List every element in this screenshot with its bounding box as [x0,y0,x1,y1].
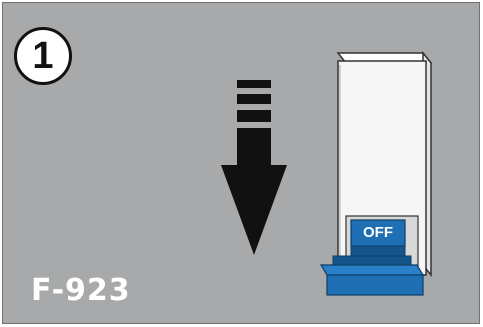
step-number-badge: 1 [14,27,72,85]
illustration-panel: 1 OFF F-923 [2,2,480,324]
step-number: 1 [32,34,54,77]
switch-lever [319,219,425,296]
switch-illustration [221,50,433,296]
down-arrow-icon [221,80,287,255]
switch-off-label: OFF [363,224,393,241]
model-code: F-923 [31,273,131,308]
